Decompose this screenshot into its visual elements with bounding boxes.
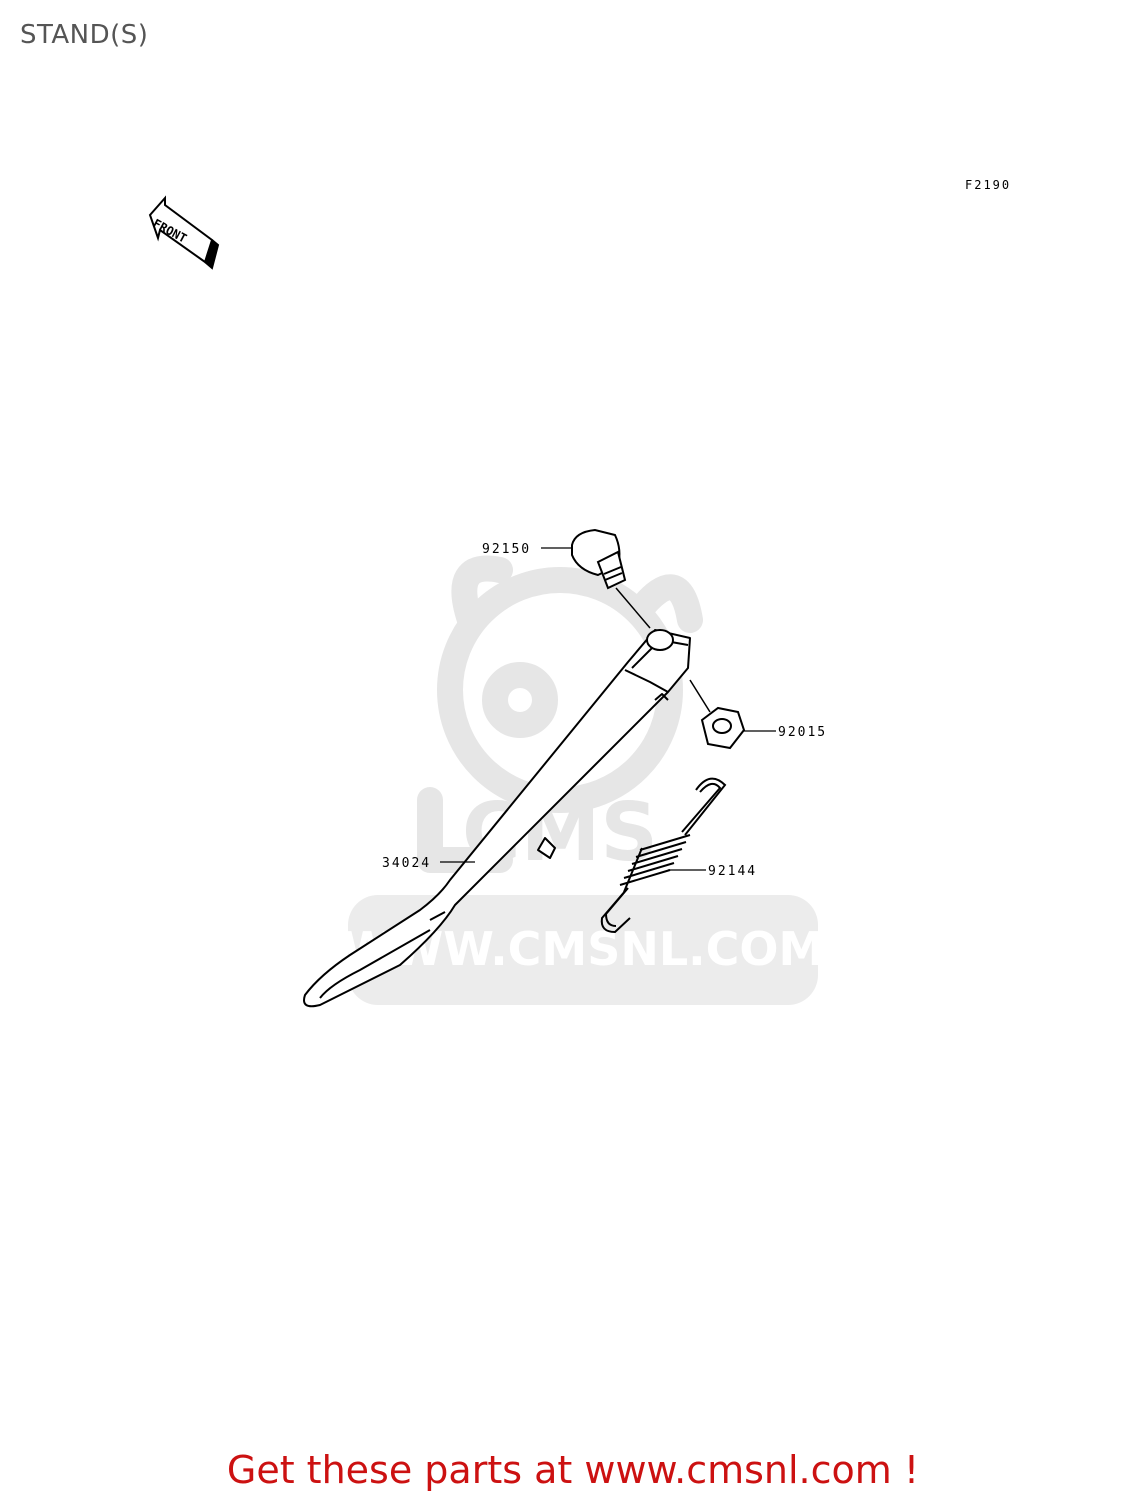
footer-cta-link[interactable]: Get these parts at www.cmsnl.com ! [226,1448,920,1492]
leader-lines [440,547,776,871]
part-label-92150: 92150 [482,542,531,557]
spring-coils [619,834,691,893]
figure-code: F2190 [965,178,1012,192]
bolt-part [571,528,651,629]
side-stand-part [303,629,691,1008]
part-label-92015: 92015 [778,725,827,740]
part-label-34024: 34024 [382,856,431,871]
spring-part [600,777,727,934]
page-title: STAND(S) [20,20,149,50]
front-arrow-icon: FRONT [148,195,220,270]
nut-part [689,679,746,750]
part-label-92144: 92144 [708,864,757,879]
watermark-banner [348,895,818,1005]
